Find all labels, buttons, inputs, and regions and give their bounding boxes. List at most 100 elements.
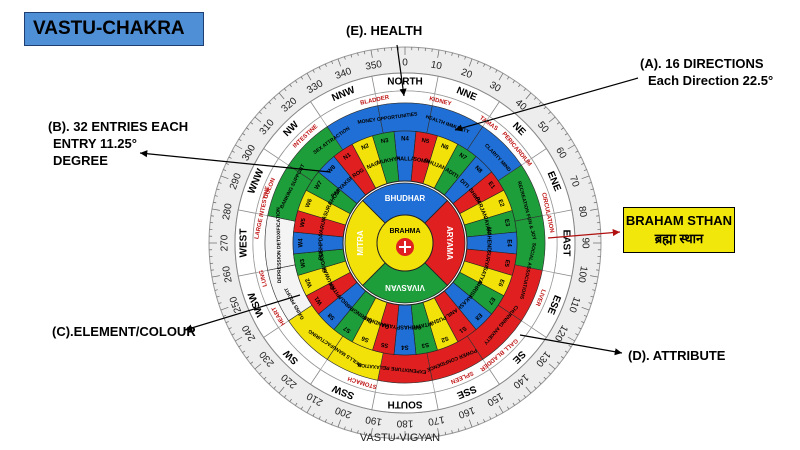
deity-label: YAMA xyxy=(380,320,397,329)
degree-tick xyxy=(583,314,587,317)
entry-code: E4 xyxy=(505,239,511,247)
degree-tick xyxy=(225,321,229,324)
degree-tick xyxy=(278,386,285,394)
entry-code: S7 xyxy=(342,324,352,333)
degree-tick xyxy=(331,61,334,65)
degree-tick xyxy=(318,416,321,420)
degree-tick xyxy=(564,350,568,353)
entry-code: S8 xyxy=(327,311,337,321)
degree-tick xyxy=(533,97,537,100)
annotation-arrows xyxy=(139,44,639,356)
entry-code: W7 xyxy=(314,180,324,191)
degree-tick xyxy=(575,333,579,336)
degree-tick xyxy=(518,84,521,88)
degree-tick xyxy=(242,350,246,353)
degree-tick xyxy=(583,169,587,172)
deity-label: GRIHASPATI xyxy=(388,324,422,330)
direction-divider xyxy=(310,101,321,117)
degree-tick xyxy=(370,49,373,58)
degree-tick xyxy=(263,106,267,110)
degree-tick xyxy=(581,175,590,180)
degree-tick xyxy=(543,106,547,110)
entries-annotation-line1: (B). 32 ENTRIES EACH xyxy=(48,119,189,134)
degree-tick xyxy=(457,428,460,432)
degree-tick xyxy=(588,182,592,184)
attribute-annotation: (D). ATTRIBUTE xyxy=(628,348,726,363)
degree-tick xyxy=(525,386,532,394)
degree-tick xyxy=(560,356,564,359)
degree-tick xyxy=(231,150,235,153)
degree-tick xyxy=(518,398,521,402)
degree-tick xyxy=(588,302,592,304)
direction-divider xyxy=(489,101,500,117)
degree-tick xyxy=(289,84,292,88)
degree-label: 60 xyxy=(553,146,568,162)
degree-tick xyxy=(506,76,510,80)
degree-tick xyxy=(324,63,327,67)
direction-divider xyxy=(238,272,256,277)
direction-label-east: EAST xyxy=(560,230,571,257)
entry-code: W2 xyxy=(305,277,314,288)
degree-tick xyxy=(278,92,285,100)
entry-code: N6 xyxy=(440,143,450,152)
degree-label: 10 xyxy=(430,59,443,72)
attribute-label: DEPRESSION DETOXIFICATION xyxy=(276,207,283,283)
degree-tick xyxy=(306,405,312,413)
degree-tick xyxy=(250,122,254,125)
braham-sthan-hindi: ब्रह्मा स्थान xyxy=(654,231,704,246)
entries-arrow xyxy=(139,150,331,173)
degree-tick xyxy=(581,321,585,324)
degree-tick xyxy=(370,428,373,437)
degree-tick xyxy=(225,162,229,165)
degree-tick xyxy=(250,361,254,364)
entry-code: N7 xyxy=(458,152,468,162)
degree-tick xyxy=(337,58,342,67)
direction-divider xyxy=(371,392,376,410)
deity-label: BHALLAT xyxy=(392,156,418,162)
degree-tick xyxy=(548,111,551,115)
degree-tick xyxy=(268,381,272,385)
degree-tick xyxy=(590,208,599,211)
degree-tick xyxy=(273,97,277,100)
degree-tick xyxy=(451,430,453,434)
entries-annotation-line2: ENTRY 11.25° xyxy=(53,136,137,151)
degree-tick xyxy=(506,406,510,410)
health-label: LUNG xyxy=(259,269,269,287)
degree-tick xyxy=(468,58,473,67)
direction-divider xyxy=(531,148,547,159)
entry-code: E2 xyxy=(496,199,505,209)
degree-tick xyxy=(590,188,594,191)
degree-label: 180 xyxy=(396,417,413,428)
degree-tick xyxy=(223,169,227,172)
degree-tick xyxy=(568,138,572,142)
entry-code: N5 xyxy=(421,138,430,146)
degree-tick xyxy=(476,421,479,425)
degree-tick xyxy=(512,80,515,84)
entry-code: N1 xyxy=(343,152,353,162)
degree-tick xyxy=(218,182,222,184)
degree-tick xyxy=(216,295,220,298)
degree-tick xyxy=(213,201,217,204)
degree-tick xyxy=(220,306,229,311)
braham-sthan-box: BRAHAM STHAN ब्रह्मा स्थान xyxy=(623,207,735,253)
title-box: VASTU-CHAKRA xyxy=(24,12,204,46)
degree-tick xyxy=(312,69,315,73)
deity-label: SURYA xyxy=(482,250,492,269)
direction-label-north: NORTH xyxy=(387,77,423,88)
degree-tick xyxy=(564,133,568,136)
direction-divider xyxy=(554,272,572,277)
health-arrow xyxy=(396,44,407,97)
inner-god-label: VIVASVAN xyxy=(385,283,425,292)
degree-tick xyxy=(464,56,466,60)
degree-tick xyxy=(592,289,596,291)
degree-tick xyxy=(523,88,526,92)
degree-tick xyxy=(238,138,242,142)
entry-code: N8 xyxy=(473,165,483,175)
entry-code: W5 xyxy=(300,217,308,228)
entry-code: E3 xyxy=(503,219,510,228)
degree-label: 340 xyxy=(334,66,354,82)
entry-code: S2 xyxy=(439,334,449,343)
entry-code: N4 xyxy=(401,137,409,143)
entry-code: E5 xyxy=(503,259,510,268)
